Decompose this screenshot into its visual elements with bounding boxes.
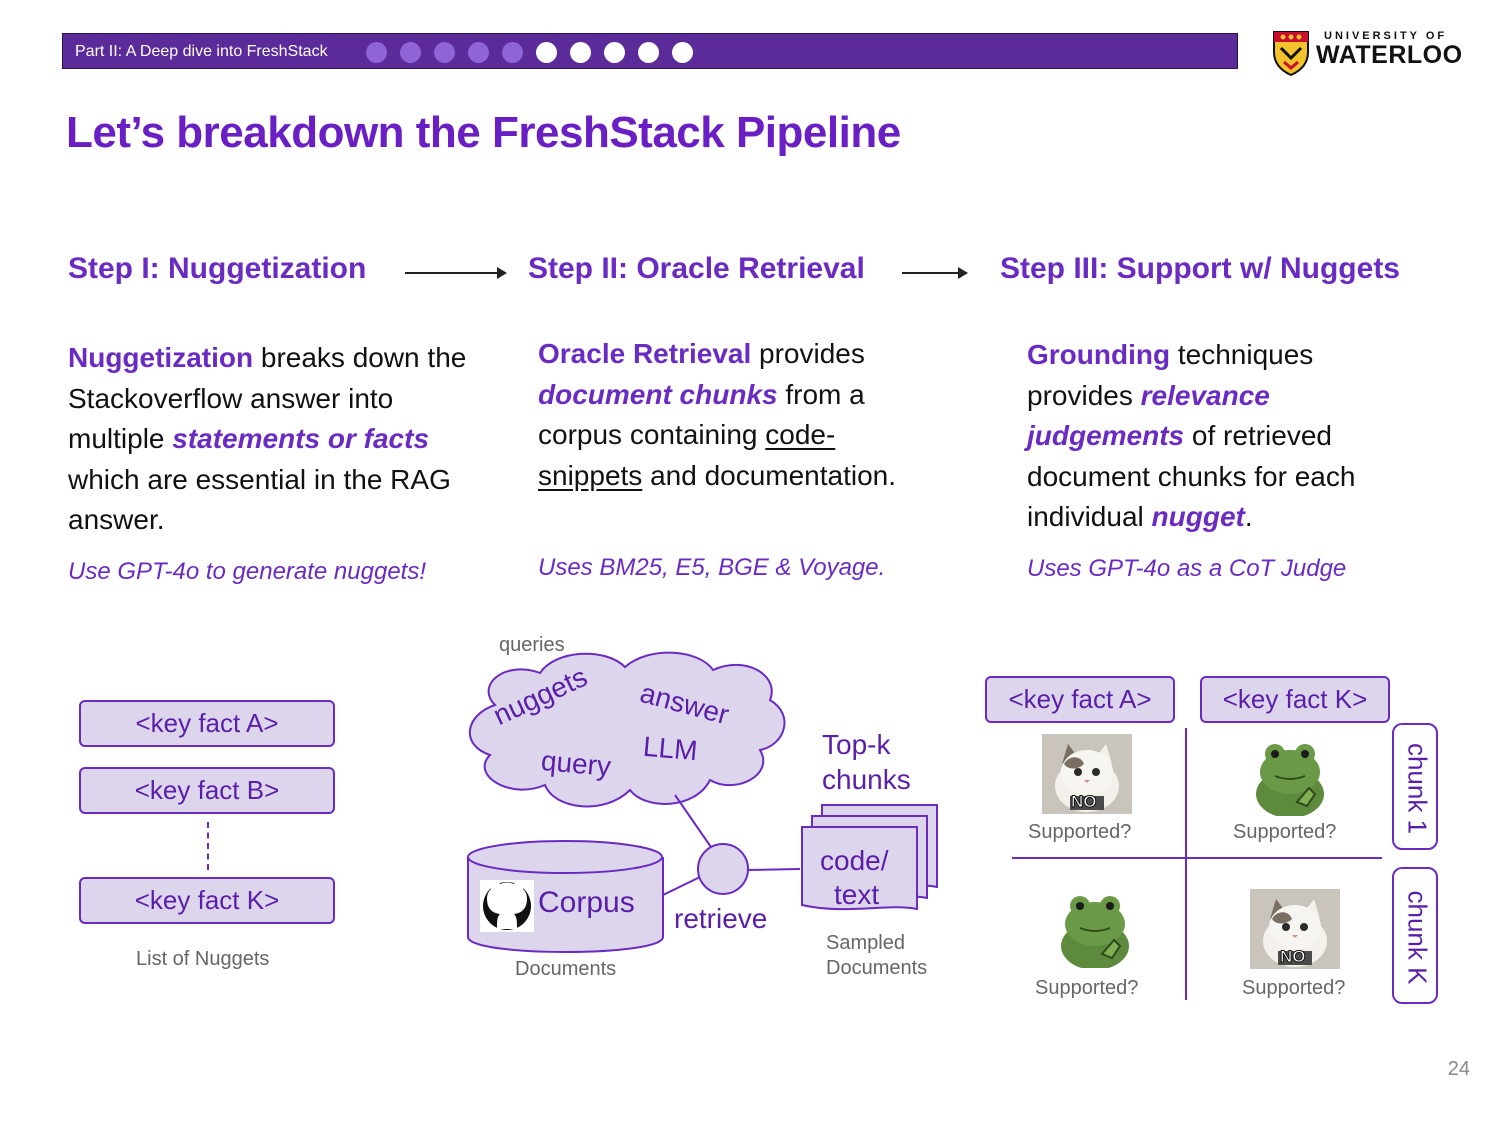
topk-label: Top-k (822, 729, 891, 760)
progress-dot (672, 42, 693, 63)
step-3-heading: Step III: Support w/ Nuggets (1000, 252, 1400, 285)
supported-label: Supported? (1028, 821, 1132, 843)
frog-icon (1061, 896, 1129, 968)
no-stamp: NO (1071, 792, 1097, 812)
doc-text-line-1: code/ (820, 845, 889, 876)
cat-icon (1042, 734, 1132, 814)
oracle-retrieval-description: Oracle Retrieval provides document chunk… (538, 334, 918, 496)
text-segment: and documentation. (642, 459, 897, 491)
cloud-word: LLM (641, 730, 699, 767)
oracle-retrieval-note: Uses BM25, E5, BGE & Voyage. (538, 554, 886, 581)
text-segment: breaks down the Stackoverflow answer int… (68, 342, 467, 454)
arrow-icon (405, 267, 507, 279)
page-title: Let’s breakdown the FreshStack Pipeline (66, 108, 901, 157)
nuggetization-note: Use GPT-4o to generate nuggets! (68, 558, 427, 585)
progress-dot (604, 42, 625, 63)
page-number: 24 (1447, 1058, 1470, 1080)
chunk-k-header: chunk K (1392, 867, 1438, 1004)
section-label: Part II: A Deep dive into FreshStack (75, 43, 328, 60)
step-2-heading: Step II: Oracle Retrieval (528, 252, 865, 285)
term-statements-or-facts: statements or facts (172, 423, 430, 454)
chunk-k-label: chunk K (1402, 890, 1433, 985)
supported-label: Supported? (1233, 821, 1337, 843)
progress-dot (366, 42, 387, 63)
term-nuggetization: Nuggetization (68, 342, 254, 373)
frog-icon (1256, 744, 1324, 816)
grid-divider (1185, 728, 1187, 1000)
sampled-label: Sampled (826, 932, 905, 954)
progress-bar: Part II: A Deep dive into FreshStack (62, 33, 1238, 69)
query-cloud-icon (469, 651, 786, 808)
term-code-snippets: code-snippets (538, 419, 836, 491)
retrieval-graphic (467, 651, 938, 953)
text-segment: techniques provides (1027, 339, 1314, 411)
chunks-label: chunks (822, 764, 911, 795)
key-fact-box: <key fact B> (79, 767, 335, 814)
term-relevance-judgements: relevance judgements (1027, 379, 1270, 452)
grounding-description: Grounding techniques provides relevance … (1027, 335, 1407, 538)
logo-text-top: UNIVERSITY OF (1324, 30, 1448, 42)
university-logo: UNIVERSITY OF WATERLOO (1272, 30, 1472, 80)
chunk-1-label: chunk 1 (1402, 742, 1433, 835)
key-fact-box: <key fact K> (79, 877, 335, 924)
grounding-note: Uses GPT-4o as a CoT Judge (1027, 555, 1347, 582)
arrow-icon (902, 267, 968, 279)
key-fact-box: <key fact A> (79, 700, 335, 747)
supported-label: Supported? (1242, 977, 1346, 999)
document-stack-icon (801, 804, 938, 911)
text-segment: of retrieved document chunks for each in… (1027, 420, 1356, 532)
progress-dot (400, 42, 421, 63)
nuggetization-description: Nuggetization breaks down the Stackoverf… (68, 338, 468, 541)
progress-dot (502, 42, 523, 63)
crest-icon (1273, 31, 1309, 76)
retrieve-label: retrieve (674, 903, 768, 934)
documents-label: Documents (515, 958, 617, 980)
progress-dot (638, 42, 659, 63)
term-grounding: Grounding (1027, 339, 1171, 370)
chunk-1-header: chunk 1 (1392, 723, 1438, 850)
cat-icon (1250, 889, 1340, 969)
retrieve-node (697, 843, 749, 895)
term-oracle-retrieval: Oracle Retrieval (538, 338, 752, 369)
text-segment: from a corpus containing (538, 378, 865, 451)
progress-dot (536, 42, 557, 63)
text-segment: provides (751, 338, 865, 369)
ellipsis-connector (207, 822, 209, 870)
github-icon (480, 880, 534, 932)
text-segment: which are essential in the RAG answer. (68, 463, 451, 536)
queries-label: queries (499, 634, 565, 656)
key-fact-k-header: <key fact K> (1200, 676, 1390, 723)
progress-dot (434, 42, 455, 63)
progress-dot (468, 42, 489, 63)
no-stamp: NO (1280, 947, 1306, 967)
logo-text-main: WATERLOO (1316, 41, 1463, 69)
term-nugget: nugget (1151, 501, 1245, 532)
nuggets-caption: List of Nuggets (136, 948, 270, 970)
doc-text-line-2: text (834, 879, 880, 910)
cloud-word: query (539, 745, 613, 782)
key-fact-a-header: <key fact A> (985, 676, 1175, 723)
grid-divider (1012, 857, 1382, 859)
term-document-chunks: document chunks (538, 378, 778, 410)
sampled-documents-label: Documents (826, 957, 928, 979)
corpus-label: Corpus (538, 886, 635, 919)
progress-dot (570, 42, 591, 63)
text-segment: . (1244, 501, 1253, 532)
supported-label: Supported? (1035, 977, 1139, 999)
step-1-heading: Step I: Nuggetization (68, 252, 367, 285)
